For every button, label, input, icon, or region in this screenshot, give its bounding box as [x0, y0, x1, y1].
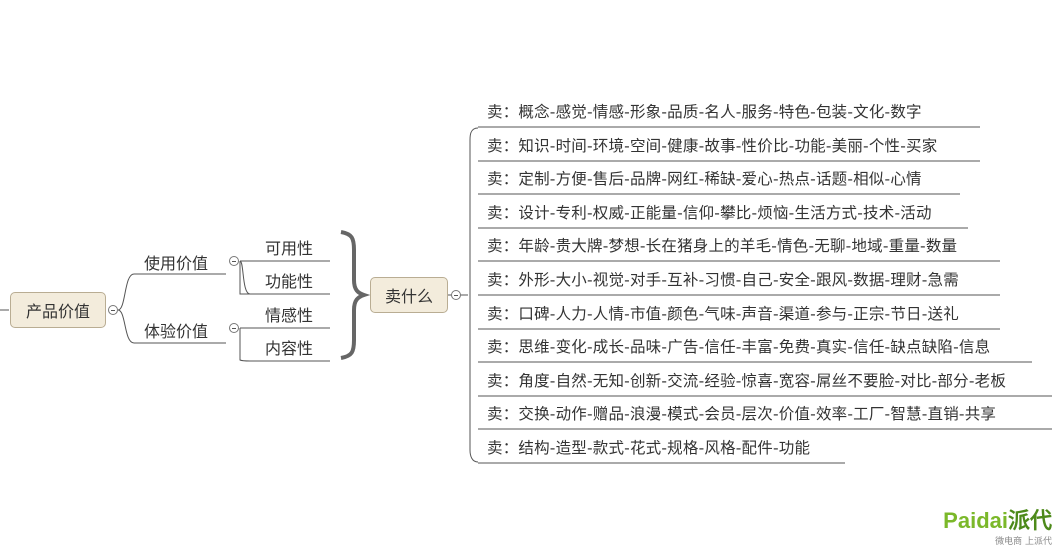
usage-child-functionality[interactable]: 功能性	[265, 272, 314, 291]
item-row[interactable]: 卖：定制-方便-售后-品牌-网红-稀缺-爱心-热点-话题-相似-心情	[487, 170, 922, 189]
group-usage-collapse-toggle[interactable]	[229, 256, 239, 266]
experience-child-emotional[interactable]: 情感性	[265, 306, 314, 325]
root-node-label: 产品价值	[25, 302, 90, 321]
center-collapse-toggle[interactable]	[451, 290, 461, 300]
item-row[interactable]: 卖：概念-感觉-情感-形象-品质-名人-服务-特色-包装-文化-数字	[487, 103, 922, 121]
root-collapse-toggle[interactable]	[108, 305, 118, 315]
item-row[interactable]: 卖：思维-变化-成长-品味-广告-信任-丰富-免费-真实-信任-缺点缺陷-信息	[487, 338, 991, 357]
group-usage-label[interactable]: 使用价值	[144, 254, 209, 273]
group-experience-collapse-toggle[interactable]	[229, 323, 239, 333]
logo-brand-chinese: 派代	[1007, 508, 1052, 533]
item-row[interactable]: 卖：年龄-贵大牌-梦想-长在猪身上的羊毛-情色-无聊-地域-重量-数量	[487, 237, 958, 256]
item-row[interactable]: 卖：角度-自然-无知-创新-交流-经验-惊喜-宽容-屌丝不要脸-对比-部分-老板	[487, 371, 1007, 390]
item-row[interactable]: 卖：交换-动作-赠品-浪漫-模式-会员-层次-价值-效率-工厂-智慧-直销-共享	[487, 405, 997, 424]
center-node[interactable]: 卖什么	[370, 277, 448, 313]
item-row[interactable]: 卖：外形-大小-视觉-对手-互补-习惯-自己-安全-跟风-数据-理财-急需	[487, 271, 959, 289]
item-row[interactable]: 卖：口碑-人力-人情-市值-颜色-气味-声音-渠道-参与-正宗-节日-送礼	[487, 304, 959, 323]
logo-tagline: 微电商 上派代	[995, 537, 1052, 547]
experience-child-content[interactable]: 内容性	[265, 339, 314, 358]
center-to-items-spine	[469, 127, 479, 463]
paidai-logo: Paidai派代 微电商 上派代	[943, 508, 1052, 548]
logo-brand-latin: Paidai	[943, 508, 1008, 533]
item-row[interactable]: 卖：结构-造型-款式-花式-规格-风格-配件-功能	[487, 439, 811, 457]
item-row[interactable]: 卖：设计-专利-权威-正能量-信仰-攀比-烦恼-生活方式-技术-活动	[487, 203, 932, 222]
center-node-label: 卖什么	[384, 287, 433, 306]
item-row[interactable]: 卖：知识-时间-环境-空间-健康-故事-性价比-功能-美丽-个性-买家	[487, 136, 938, 155]
experience-to-content	[239, 328, 330, 362]
root-to-group-usage	[117, 273, 226, 311]
brace-line	[340, 230, 371, 360]
group-experience-label[interactable]: 体验价值	[144, 322, 209, 341]
root-to-group-experience	[117, 309, 226, 344]
root-node[interactable]: 产品价值	[10, 292, 106, 328]
usage-child-usability[interactable]: 可用性	[265, 239, 314, 258]
